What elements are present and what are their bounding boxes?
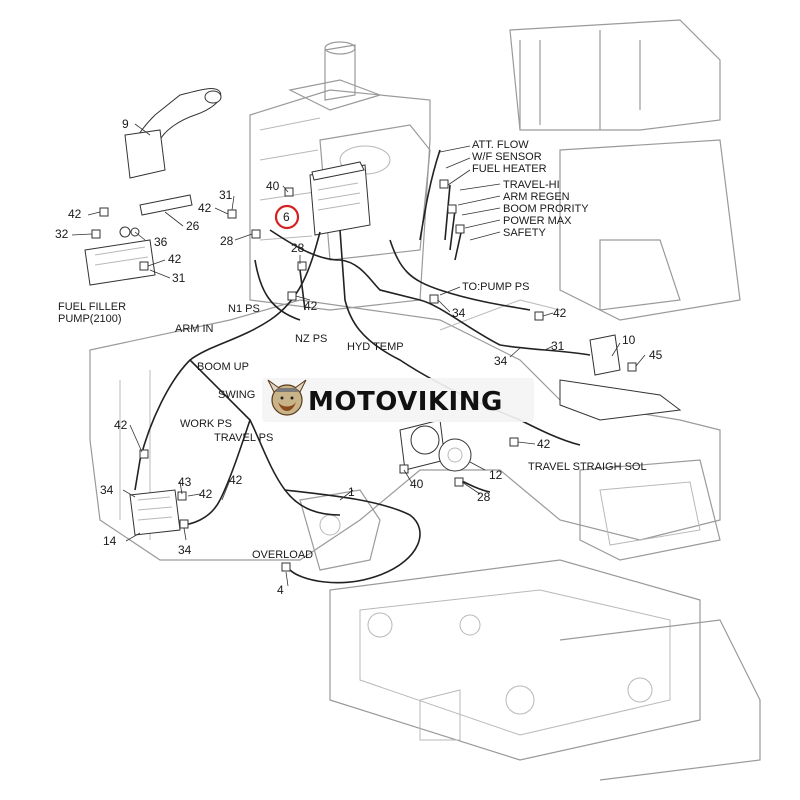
label-travel-ps: TRAVEL PS — [214, 432, 273, 444]
component-labels: ATT. FLOW W/F SENSOR FUEL HEATER TRAVEL-… — [58, 139, 647, 561]
callout: 6 — [283, 210, 290, 224]
callout: 42 — [229, 473, 243, 487]
callout: 34 — [494, 354, 508, 368]
part-callouts: 9 40 31 42 6 42 32 36 26 28 42 31 28 42 … — [55, 117, 663, 597]
watermark-text: MOTOVIKING — [308, 387, 503, 417]
viking-logo-icon — [267, 379, 307, 416]
watermark-banner: MOTOVIKING — [262, 378, 534, 422]
label-arm-in: ARM IN — [175, 323, 214, 335]
label-hyd-temp: HYD TEMP — [347, 341, 404, 353]
callout: 42 — [553, 306, 567, 320]
callout: 40 — [410, 477, 424, 491]
callout: 43 — [178, 475, 192, 489]
callout: 28 — [220, 234, 234, 248]
label-nz-ps: NZ PS — [295, 333, 327, 345]
callout: 4 — [277, 583, 284, 597]
callout: 42 — [199, 487, 213, 501]
controller-unit — [309, 161, 371, 236]
label-travel-straight-sol: TRAVEL STRAIGH SOL — [528, 461, 647, 473]
callout: 42 — [68, 207, 82, 221]
label-swing: SWING — [218, 389, 255, 401]
callout: 42 — [168, 252, 182, 266]
label-arm-regen: ARM REGEN — [503, 191, 570, 203]
callout: 31 — [172, 271, 186, 285]
label-fuel-heater: FUEL HEATER — [472, 163, 547, 175]
connectors — [91, 179, 637, 572]
leader-lines — [71, 123, 646, 587]
callout: 42 — [198, 201, 212, 215]
label-power-max: POWER MAX — [503, 215, 572, 227]
callout: 10 — [622, 333, 636, 347]
callout: 34 — [178, 543, 192, 557]
callout: 31 — [219, 188, 233, 202]
callout: 42 — [114, 418, 128, 432]
label-n1-ps: N1 PS — [228, 303, 260, 315]
highlight-circle — [274, 204, 300, 230]
callout: 34 — [100, 483, 114, 497]
swing-components — [129, 334, 682, 571]
callout: 40 — [266, 179, 280, 193]
label-boom-up: BOOM UP — [197, 361, 249, 373]
label-att-flow: ATT. FLOW — [472, 139, 529, 151]
fuel-filler-pump-assembly — [84, 88, 222, 286]
label-safety: SAFETY — [503, 227, 546, 239]
label-fuel-filler-1: FUEL FILLER — [58, 301, 126, 313]
label-fuel-filler-2: PUMP(2100) — [58, 313, 122, 325]
callout: 26 — [186, 219, 200, 233]
machine-frame — [89, 19, 761, 781]
label-to-pump-ps: TO:PUMP PS — [462, 281, 529, 293]
callout: 42 — [304, 299, 318, 313]
label-wf-sensor: W/F SENSOR — [472, 151, 542, 163]
callout: 14 — [103, 534, 117, 548]
callout: 42 — [537, 437, 551, 451]
callout: 28 — [477, 490, 491, 504]
callout: 34 — [452, 306, 466, 320]
callout: 36 — [154, 235, 168, 249]
label-travel-hi: TRAVEL-HI — [503, 179, 560, 191]
label-overload: OVERLOAD — [252, 549, 313, 561]
callout: 12 — [489, 468, 503, 482]
callout: 31 — [551, 339, 565, 353]
callout: 9 — [122, 117, 129, 131]
callout: 28 — [291, 241, 305, 255]
callout: 1 — [348, 485, 355, 499]
label-work-ps: WORK PS — [180, 418, 232, 430]
label-boom-priority: BOOM PRORITY — [503, 203, 589, 215]
callout: 45 — [649, 348, 663, 362]
callout: 32 — [55, 227, 69, 241]
